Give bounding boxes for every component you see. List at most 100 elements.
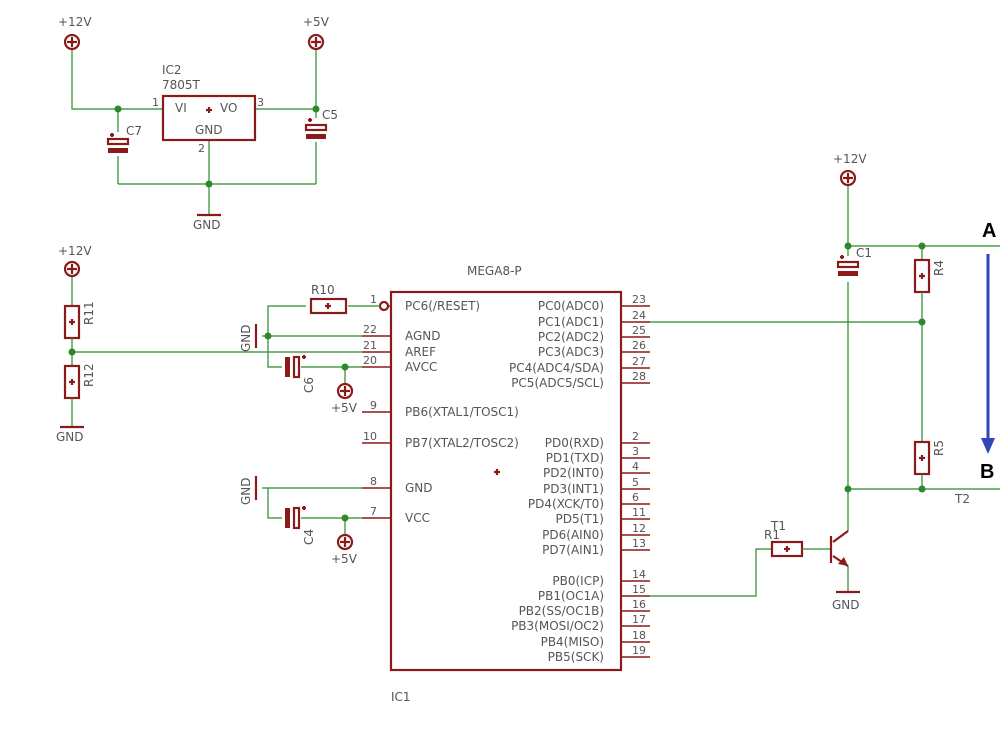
ic1-right-pin-number: 17 bbox=[632, 613, 646, 626]
ic1-right-pin-number: 16 bbox=[632, 598, 646, 611]
ic1-right-pin-label: PD5(T1) bbox=[556, 512, 604, 526]
ic1-left-pin-label: VCC bbox=[405, 511, 430, 525]
ic1-left-pin-label: GND bbox=[405, 481, 433, 495]
supply-5v-top-icon bbox=[307, 33, 325, 51]
ic1-right-pin-label: PC0(ADC0) bbox=[538, 299, 604, 313]
capacitor-c6-icon bbox=[285, 355, 306, 379]
resistor-r1-icon bbox=[770, 540, 804, 558]
ic1-left-pin-label: AVCC bbox=[405, 360, 437, 374]
ic1-right-pin-label: PB5(SCK) bbox=[548, 650, 604, 664]
ground-label-4: GND bbox=[239, 477, 253, 505]
ic1-right-pin-label: PC1(ADC1) bbox=[538, 315, 604, 329]
ic1-right-pin-number: 28 bbox=[632, 370, 646, 383]
reset-inversion-bubble bbox=[378, 300, 390, 312]
ic1-right-pin-label: PB2(SS/OC1B) bbox=[519, 604, 604, 618]
ic1-right-pin-number: 24 bbox=[632, 309, 646, 322]
capacitor-c4-icon bbox=[285, 506, 306, 530]
ic1-right-pin-label: PC2(ADC2) bbox=[538, 330, 604, 344]
ic1-right-pin-number: 11 bbox=[632, 506, 646, 519]
ic2-pin-vi: VI bbox=[175, 101, 187, 115]
ic1-left-pin-number: 1 bbox=[370, 293, 377, 306]
ic1-right-pin-number: 14 bbox=[632, 568, 646, 581]
ic1-right-pin-number: 25 bbox=[632, 324, 646, 337]
supply-label-12v-3: +12V bbox=[833, 152, 867, 166]
ic2-pin-vo: VO bbox=[220, 101, 237, 115]
resistor-r12-icon bbox=[63, 364, 81, 400]
ground-label-1: GND bbox=[193, 218, 221, 232]
ic1-left-pin-number: 21 bbox=[363, 339, 377, 352]
ic1-left-pin-number: 7 bbox=[370, 505, 377, 518]
r5-label: R5 bbox=[932, 440, 946, 456]
capacitor-c5-icon bbox=[304, 118, 328, 139]
ic1-right-pin-label: PD1(TXD) bbox=[546, 451, 604, 465]
ic2-pin2-num: 2 bbox=[198, 142, 205, 155]
r12-label: R12 bbox=[82, 363, 96, 387]
ic1-left-pin-label: PC6(/RESET) bbox=[405, 299, 480, 313]
c1-label: C1 bbox=[856, 246, 872, 260]
ic1-right-pin-label: PB3(MOSI/OC2) bbox=[511, 619, 604, 633]
ic2-regulator bbox=[161, 94, 257, 142]
supply-label-5v-1: +5V bbox=[303, 15, 330, 29]
ic1-right-pin-number: 2 bbox=[632, 430, 639, 443]
resistor-r10-icon bbox=[309, 297, 348, 315]
ic1-left-pin-number: 20 bbox=[363, 354, 377, 367]
ic1-right-pin-number: 18 bbox=[632, 629, 646, 642]
ic1-right-pin-number: 6 bbox=[632, 491, 639, 504]
ic1-right-pin-label: PD7(AIN1) bbox=[542, 543, 604, 557]
ic1-right-pin-label: PD4(XCK/T0) bbox=[528, 497, 604, 511]
ic1-right-pin-label: PC4(ADC4/SDA) bbox=[509, 361, 604, 375]
supply-12v-right-icon bbox=[839, 169, 857, 187]
ic1-right-pin-label: PD6(AIN0) bbox=[542, 528, 604, 542]
ic1-left-pin-number: 22 bbox=[363, 323, 377, 336]
ic1-name: IC1 bbox=[391, 690, 411, 704]
capacitor-c1-icon bbox=[836, 255, 860, 276]
ic1-right-pin-label: PD2(INT0) bbox=[543, 466, 604, 480]
ic1-left-pin-number: 8 bbox=[370, 475, 377, 488]
marker-b: B bbox=[980, 461, 994, 483]
ic2-pin3-num: 3 bbox=[257, 96, 264, 109]
ic1-left-pin-number: 10 bbox=[363, 430, 377, 443]
ground-label-3: GND bbox=[239, 324, 253, 352]
ic1-left-pin-label: AREF bbox=[405, 345, 436, 359]
ic1-right-pin-label: PC3(ADC3) bbox=[538, 345, 604, 359]
ic1-right-pin-label: PB4(MISO) bbox=[541, 635, 604, 649]
ic1-right-pin-number: 13 bbox=[632, 537, 646, 550]
ic1-left-pin-label: PB6(XTAL1/TOSC1) bbox=[405, 405, 519, 419]
ic1-right-pin-number: 23 bbox=[632, 293, 646, 306]
resistor-r5-icon bbox=[913, 440, 931, 476]
t1-label: T1 bbox=[770, 519, 786, 533]
ic1-right-pins: 23PC0(ADC0)24PC1(ADC1)25PC2(ADC2)26PC3(A… bbox=[509, 293, 650, 664]
ic1-right-pin-number: 15 bbox=[632, 583, 646, 596]
down-arrow-icon bbox=[981, 254, 995, 454]
ic1-value: MEGA8-P bbox=[467, 264, 522, 278]
ic1-right-pin-number: 12 bbox=[632, 522, 646, 535]
ic1-right-pin-number: 19 bbox=[632, 644, 646, 657]
r10-label: R10 bbox=[311, 283, 335, 297]
ic2-pin1-num: 1 bbox=[152, 96, 159, 109]
ic1-left-pin-number: 9 bbox=[370, 399, 377, 412]
supply-12v-top-left-icon bbox=[63, 33, 81, 51]
supply-label-12v-2: +12V bbox=[58, 244, 92, 258]
ic1-right-pin-number: 27 bbox=[632, 355, 646, 368]
ic1-right-pin-number: 5 bbox=[632, 476, 639, 489]
ic1-right-pin-number: 4 bbox=[632, 460, 639, 473]
capacitor-c7-icon bbox=[106, 133, 130, 153]
ic2-pin-gnd: GND bbox=[195, 123, 223, 137]
ic1-right-pin-number: 3 bbox=[632, 445, 639, 458]
ic1-right-pin-label: PB0(ICP) bbox=[552, 574, 604, 588]
r4-label: R4 bbox=[932, 260, 946, 276]
ic1-right-pin-number: 26 bbox=[632, 339, 646, 352]
supply-label-5v-3: +5V bbox=[331, 552, 358, 566]
ic1-right-pin-label: PC5(ADC5/SCL) bbox=[511, 376, 604, 390]
t2-label: T2 bbox=[954, 492, 970, 506]
resistor-r4-icon bbox=[913, 258, 931, 294]
supply-12v-left-icon bbox=[63, 260, 81, 278]
supply-label-5v-2: +5V bbox=[331, 401, 358, 415]
ic1-right-pin-label: PD3(INT1) bbox=[543, 482, 604, 496]
ic1-right-pin-label: PD0(RXD) bbox=[545, 436, 604, 450]
resistor-r11-icon bbox=[63, 304, 81, 340]
r11-label: R11 bbox=[82, 301, 96, 325]
r1-label: R1 bbox=[764, 528, 780, 542]
